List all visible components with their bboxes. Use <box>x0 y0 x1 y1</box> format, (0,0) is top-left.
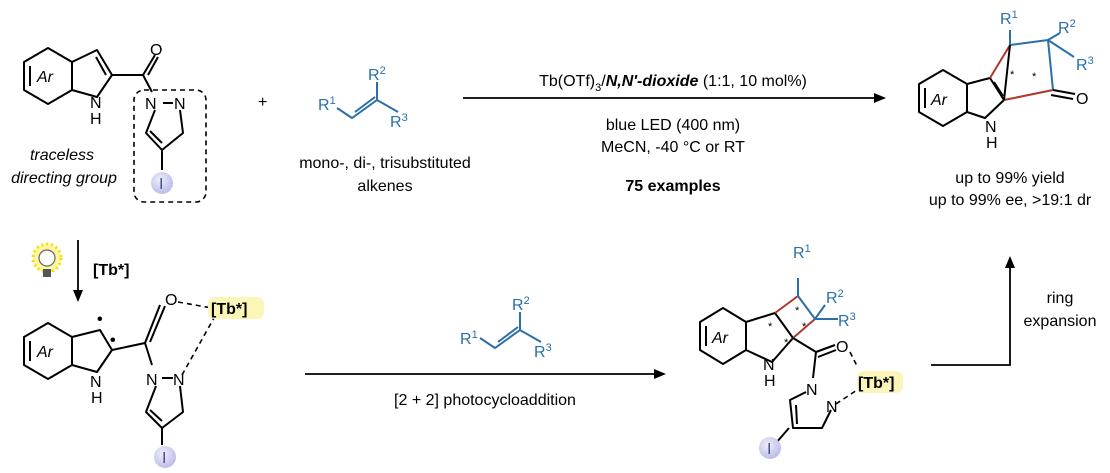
cyclobutane-r3: R3 <box>838 311 856 330</box>
cyclobutane-r2: R2 <box>826 288 844 307</box>
product-ar: Ar <box>930 92 948 109</box>
alkene-r3: R3 <box>534 342 552 361</box>
intermediate-n: N <box>90 374 102 391</box>
excitation-catalyst: [Tb*] <box>93 262 129 279</box>
conditions-solvent: MeCN, -40 °C or RT <box>601 139 745 156</box>
carbonyl-o-label: O <box>150 42 162 59</box>
product-o: O <box>1076 91 1088 108</box>
product-selectivity: up to 99% ee, >19:1 dr <box>929 192 1092 209</box>
alkene-r3: R3 <box>390 112 408 131</box>
alkene-label-2: alkenes <box>357 178 412 195</box>
radical-dot: • <box>97 311 103 328</box>
intermediate-n1: N <box>146 372 158 389</box>
substrate-molecule: Ar N H O N N I traceless directing group <box>11 42 207 203</box>
nh-n-label: N <box>90 95 102 112</box>
cyclobutane-h: H <box>764 373 776 390</box>
stereocenter-star: * <box>1010 69 1015 81</box>
cycloaddition-label: [2 + 2] photocycloaddition <box>394 392 576 409</box>
cyclobutane-n2: N <box>826 399 838 416</box>
tb-highlight <box>857 371 903 393</box>
stereocenter-star: * <box>1032 71 1037 83</box>
cyclobutane-n: N <box>763 357 775 374</box>
pyrazole-n1-label: N <box>145 96 157 113</box>
iodine-atom-circle <box>151 172 173 194</box>
alkene-r1: R1 <box>460 329 478 348</box>
cyclobutane-ar: Ar <box>711 330 729 347</box>
cyclobutane-iodine: I <box>767 441 771 458</box>
conditions-light: blue LED (400 nm) <box>606 117 740 134</box>
alkene-r2: R2 <box>368 65 386 84</box>
cyclobutane-n1: N <box>806 382 818 399</box>
stereocenter-star: * <box>802 321 807 333</box>
intermediate-h: H <box>91 390 103 407</box>
cyclobutane-r1: R1 <box>793 243 811 262</box>
product-h: H <box>986 135 998 152</box>
product-r2: R2 <box>1058 18 1076 37</box>
radical-intermediate: Ar • • N H O N N I [Tb*] <box>23 292 264 468</box>
product-r1: R1 <box>1000 9 1018 28</box>
iodine-atom-circle <box>759 437 781 459</box>
directing-group-label-1: traceless <box>30 147 94 164</box>
stereocenter-star: * <box>768 321 773 333</box>
intermediate-ar: Ar <box>36 344 54 361</box>
stereocenter-star: * <box>795 305 800 317</box>
cyclobutane-tb: [Tb*] <box>858 375 894 392</box>
ar-label: Ar <box>36 69 54 86</box>
iodine-label: I <box>159 176 163 193</box>
pyrazole-n2-label: N <box>174 96 186 113</box>
radical-dot: • <box>110 332 116 349</box>
stereocenter-star: * <box>784 337 789 349</box>
directing-group-label-2: directing group <box>11 170 117 187</box>
cycloaddition-alkene: R1 R2 R3 <box>460 295 552 361</box>
product-n: N <box>985 119 997 136</box>
intermediate-tb: [Tb*] <box>211 301 247 318</box>
alkene-label-1: mono-, di-, trisubstituted <box>299 155 471 172</box>
alkene-reagent: R1 R2 R3 mono-, di-, trisubstituted alke… <box>299 65 471 195</box>
examples-count: 75 examples <box>625 178 720 195</box>
product-r3: R3 <box>1076 55 1094 74</box>
product-yield: up to 99% yield <box>955 170 1064 187</box>
tb-highlight <box>208 297 264 319</box>
ring-expansion-label-2: expansion <box>1024 313 1097 330</box>
ring-expansion-arrow <box>931 256 1015 366</box>
iodine-atom-circle <box>154 446 176 468</box>
ring-expansion-label-1: ring <box>1047 290 1074 307</box>
intermediate-o: O <box>165 292 177 309</box>
intermediate-iodine: I <box>162 450 166 467</box>
cyclobutane-o: O <box>836 339 848 356</box>
product-molecule: Ar N H O * * R1 R2 R3 up to 99% yield up… <box>918 9 1094 209</box>
alkene-r2: R2 <box>512 295 530 314</box>
cyclobutane-intermediate: Ar N H O N N I [Tb*] * * * * R1 R2 R3 <box>699 243 903 459</box>
conditions-catalyst: Tb(OTf)3/N,N'-dioxide (1:1, 10 mol%) <box>539 73 807 94</box>
intermediate-n2: N <box>173 372 185 389</box>
plus-sign: + <box>258 94 267 111</box>
alkene-r1: R1 <box>318 95 336 114</box>
light-bulb-icon <box>31 242 63 277</box>
nh-h-label: H <box>90 111 102 128</box>
